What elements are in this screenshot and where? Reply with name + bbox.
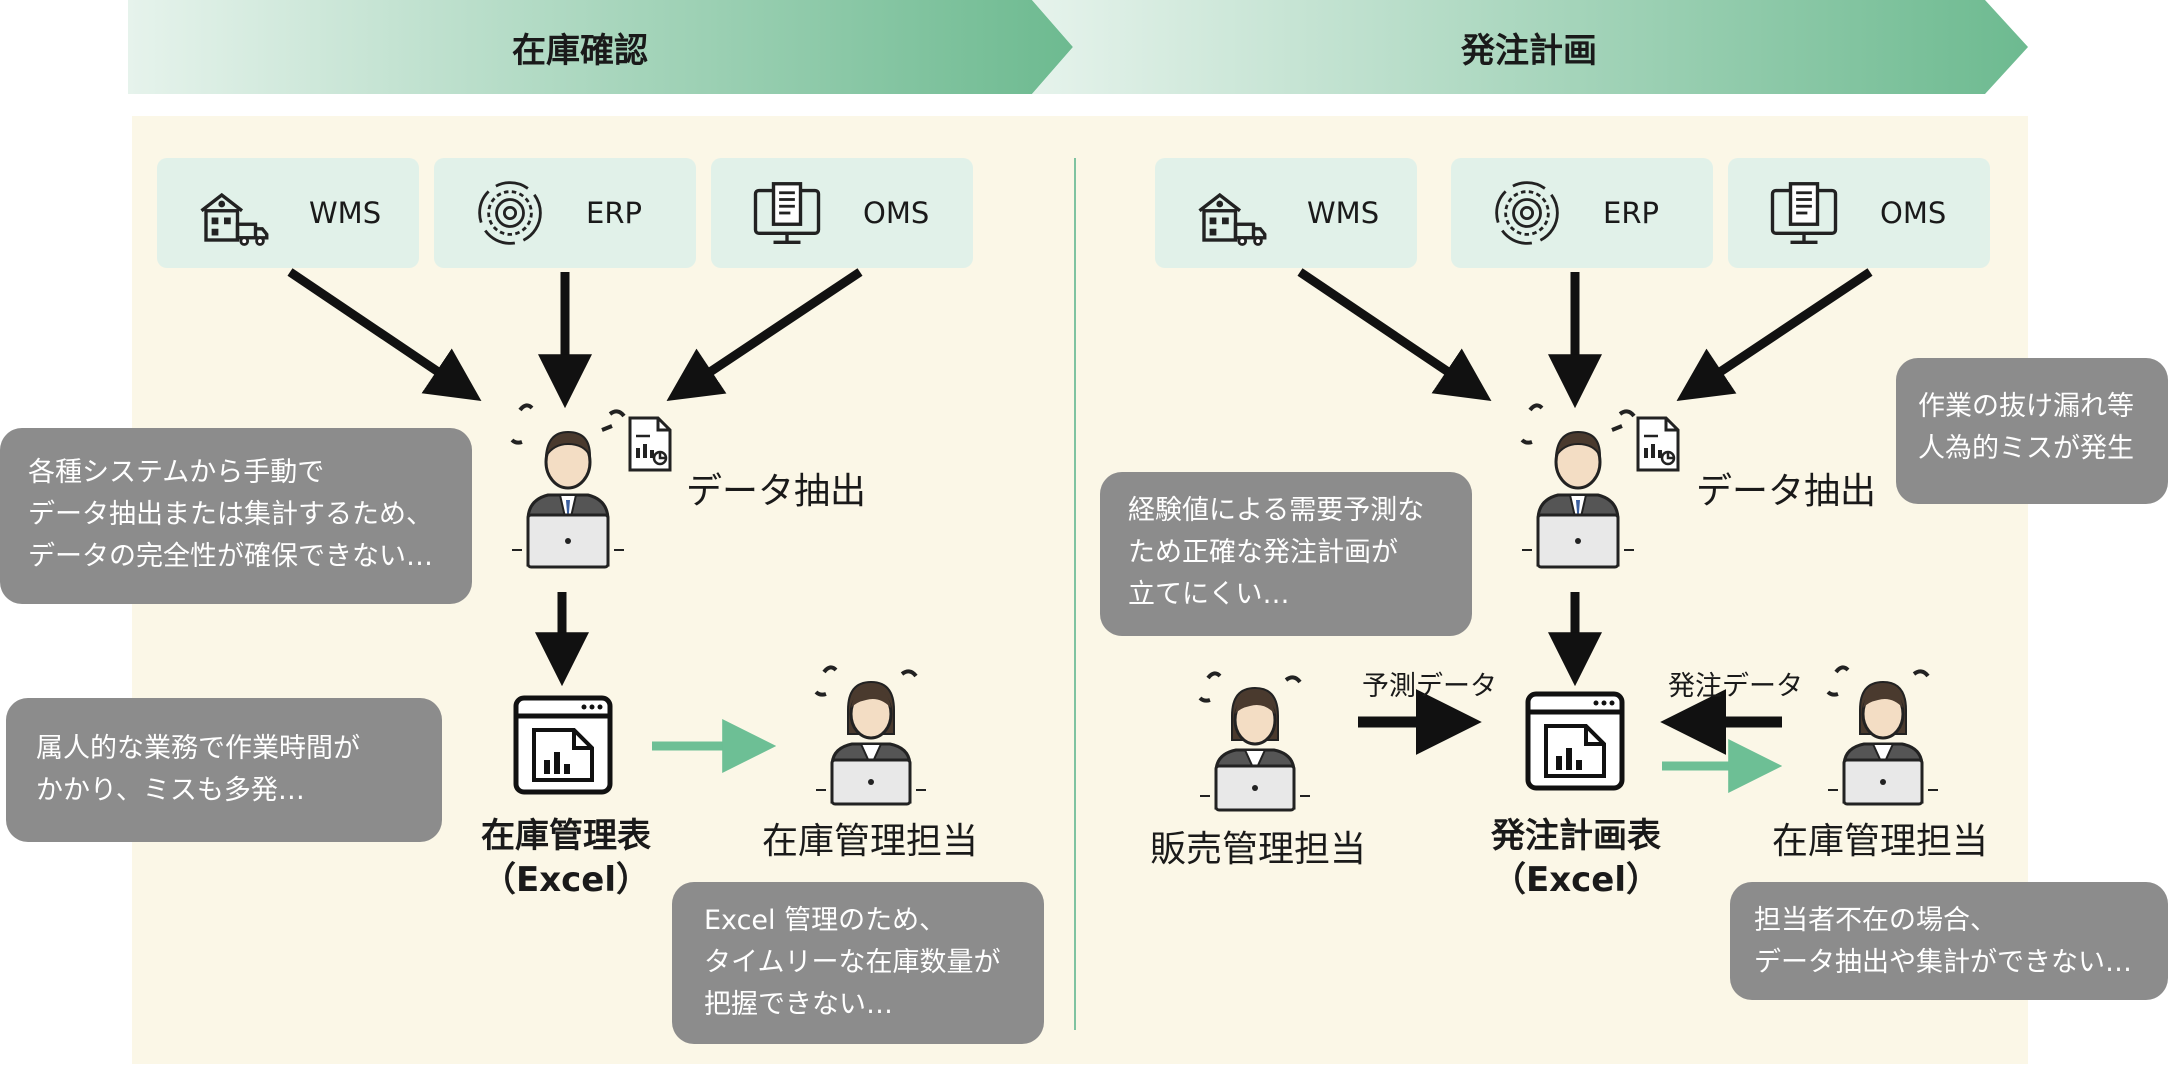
phase-chevron-inventory (128, 0, 1073, 94)
phase-title-order: 発注計画 (1461, 30, 1597, 71)
arrow-oms-to-extract-right (1676, 268, 1873, 401)
worried-man-laptop-icon (510, 403, 626, 569)
table-label-right: 発注計画表 （Excel） (1491, 816, 1661, 900)
report-chart-icon (628, 416, 672, 472)
monitor-document-icon (753, 182, 821, 244)
phase-chevron-order (1032, 0, 2028, 94)
gear-cycle-icon (478, 181, 542, 245)
system-box-oms-left: OMS (711, 158, 973, 268)
system-label-erp-left: ERP (586, 196, 642, 230)
staff-label-left: 在庫管理担当 (762, 821, 979, 862)
issue-bubble-manual-extraction: 各種システムから手動で データ抽出または集計するため、 データの完全性が確保でき… (0, 428, 472, 604)
table-label-left: 在庫管理表 （Excel） (481, 816, 651, 900)
system-label-oms-right: OMS (1880, 196, 1947, 230)
monitor-document-icon (1770, 182, 1838, 244)
spreadsheet-chart-icon (1525, 691, 1625, 791)
warehouse-truck-icon (200, 192, 269, 246)
arrow-oms-to-extract-left (666, 268, 863, 401)
report-chart-icon (1636, 416, 1680, 472)
issue-bubble-experience-forecast: 経験値による需要予測な ため正確な発注計画が 立てにくい… (1100, 472, 1472, 636)
system-box-erp-right: ERP (1451, 158, 1713, 268)
worried-woman-laptop-icon (814, 665, 926, 806)
order-data-label: 発注データ (1668, 671, 1803, 702)
arrow-wms-to-extract-right (1297, 268, 1492, 402)
system-box-wms-left: WMS (157, 158, 419, 268)
extract-label-right: データ抽出 (1696, 471, 1877, 512)
staff-label-right: 在庫管理担当 (1772, 821, 1989, 862)
system-label-erp-right: ERP (1603, 196, 1659, 230)
issue-bubble-personal-work: 属人的な業務で作業時間が かかり、ミスも多発… (6, 698, 442, 842)
extract-label-left: データ抽出 (686, 471, 867, 512)
worried-man-laptop-icon (1520, 403, 1636, 569)
system-label-wms-left: WMS (309, 196, 382, 230)
arrow-wms-to-extract-left (287, 268, 482, 402)
system-label-wms-right: WMS (1307, 196, 1380, 230)
spreadsheet-chart-icon (513, 695, 613, 795)
gear-cycle-icon (1495, 181, 1559, 245)
issue-bubble-staff-absence: 担当者不在の場合、 データ抽出や集計ができない… (1730, 882, 2168, 1000)
system-label-oms-left: OMS (863, 196, 930, 230)
worried-woman-sales-icon (1198, 671, 1310, 812)
system-box-wms-right: WMS (1155, 158, 1417, 268)
system-box-oms-right: OMS (1728, 158, 1990, 268)
issue-bubble-excel-management: Excel 管理のため、 タイムリーな在庫数量が 把握できない… (672, 882, 1044, 1044)
issue-bubble-human-error: 作業の抜け漏れ等 人為的ミスが発生 (1896, 358, 2168, 504)
system-box-erp-left: ERP (434, 158, 696, 268)
warehouse-truck-icon (1198, 192, 1267, 246)
forecast-data-label: 予測データ (1362, 671, 1497, 702)
sales-label: 販売管理担当 (1150, 829, 1367, 870)
worried-woman-laptop-icon (1826, 665, 1938, 806)
phase-title-inventory: 在庫確認 (512, 30, 648, 71)
